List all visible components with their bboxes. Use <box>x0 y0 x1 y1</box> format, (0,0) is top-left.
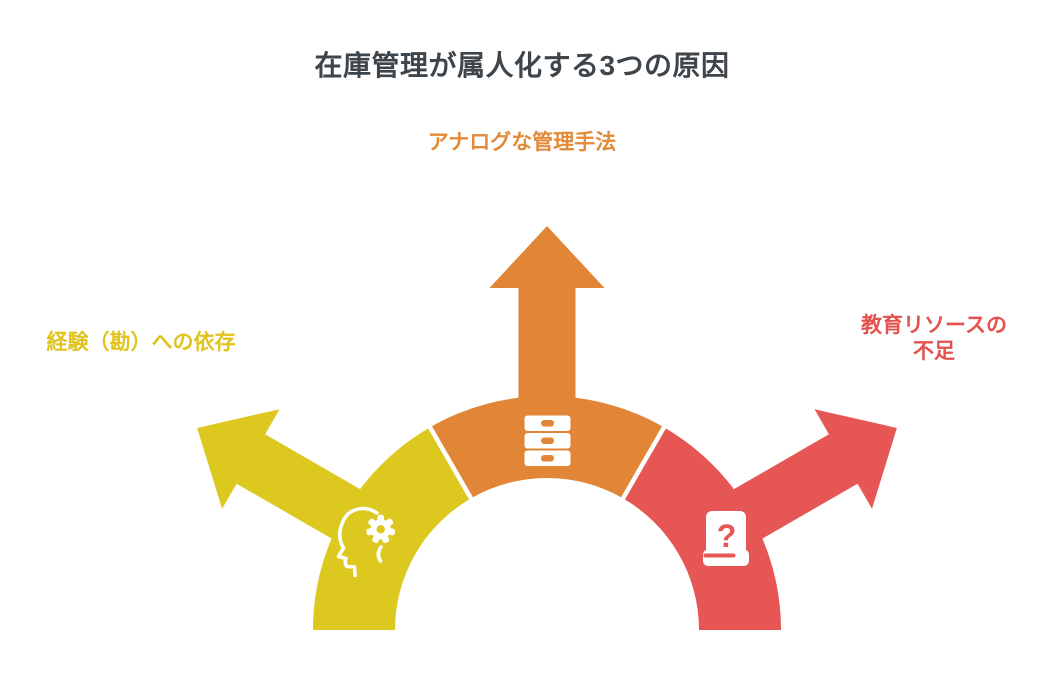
book-cover <box>706 511 746 556</box>
segment-separator-right <box>617 419 670 506</box>
label-analog-method: アナログな管理手法 <box>427 131 617 154</box>
gear-hole <box>376 525 385 534</box>
segment-separator-left <box>424 419 477 506</box>
book-page-slit <box>703 553 736 558</box>
branch-top <box>430 226 664 499</box>
gear-icon <box>366 514 396 544</box>
label-line-1: 教育リソースの <box>861 314 1007 337</box>
question-mark-glyph: ? <box>717 518 737 554</box>
arrow-left <box>197 409 389 555</box>
drawer-cabinet-icon <box>524 415 571 466</box>
neck-stroke <box>376 545 383 563</box>
arch-segment-right <box>623 427 781 630</box>
page-title: 在庫管理が属人化する3つの原因 <box>314 50 730 81</box>
branch-right: ? <box>623 409 897 630</box>
arrow-right <box>706 409 897 555</box>
label-line-2: 不足 <box>913 340 955 363</box>
head-profile-outline <box>336 506 379 578</box>
head-gear-icon <box>336 506 396 578</box>
drawer-handle <box>541 455 554 462</box>
branch-left <box>197 409 471 630</box>
label-experience-reliance: 経験（勘）への依存 <box>46 331 236 354</box>
arrow-top <box>489 226 605 430</box>
question-book-icon: ? <box>703 511 749 566</box>
label-education-resource-shortage: 教育リソースの 不足 <box>843 313 1025 365</box>
drawer-handle <box>541 437 554 444</box>
drawer-handle <box>541 420 554 427</box>
